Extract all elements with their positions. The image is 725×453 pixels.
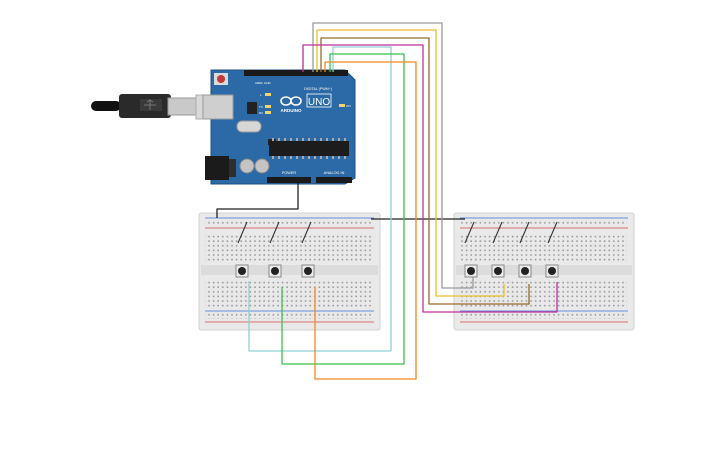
l-led-label: L [260,93,262,97]
wire-orange[interactable] [314,61,417,380]
wire-yellow[interactable] [316,29,505,297]
pushbutton-3[interactable] [301,264,315,278]
analog-header-label: ANALOG IN [324,171,345,175]
pushbutton-4[interactable] [464,264,478,278]
resistor-group [237,221,558,244]
pushbutton-7[interactable] [545,264,559,278]
pushbutton-6[interactable] [518,264,532,278]
rx-led-label: RX [259,111,263,115]
resistor-6[interactable] [519,221,530,244]
resistor-2[interactable] [269,221,280,244]
resistor-5[interactable] [492,221,503,244]
usb-cable[interactable] [91,94,223,120]
pushbutton-5[interactable] [491,264,505,278]
tx-led-label: TX [259,105,263,109]
arduino-model-label: UNO [308,97,330,108]
arduino-maker-label: ARDUINO [281,108,302,113]
digital-header-label: DIGITAL (PWM~) [304,87,332,91]
power-header-label: POWER [282,171,297,175]
aref-pin-label: AREF [255,81,263,85]
wire-gray[interactable] [312,22,474,289]
arduino-uno-board[interactable]: ARDUINO UNO DIGITAL (PWM~) POWER ANALOG … [202,69,356,185]
wire-brown[interactable] [320,37,530,305]
on-led-label: ON [346,104,351,108]
arduino-logo-icon [280,96,302,106]
resistor-1[interactable] [237,221,248,244]
resistor-3[interactable] [301,221,312,244]
wire-cyan[interactable] [248,46,392,352]
wire-green[interactable] [281,53,405,365]
breadboard-right[interactable] [453,212,635,331]
wire-gnd-black[interactable] [216,183,299,218]
wire-magenta[interactable] [302,44,558,313]
gnd-pin-label: GND [264,81,272,85]
resistor-7[interactable] [547,221,558,244]
breadboard-left[interactable] [198,212,381,331]
resistor-4[interactable] [464,221,475,244]
pushbutton-1[interactable] [235,264,249,278]
pushbutton-2[interactable] [268,264,282,278]
